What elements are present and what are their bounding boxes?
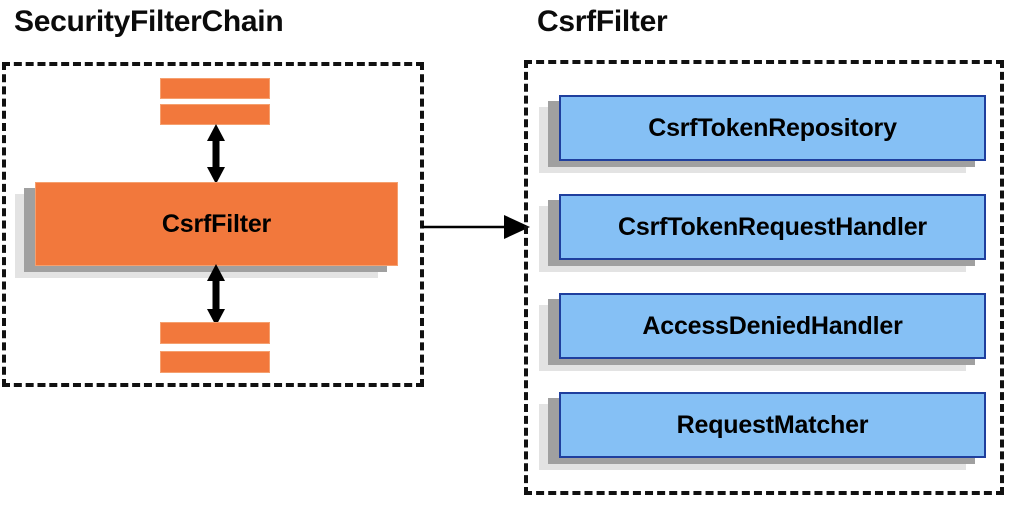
filter-bar-bottom-1 [160,322,270,344]
page-title-csrf-filter: CsrfFilter [537,5,668,38]
collaborator-label: CsrfTokenRequestHandler [618,212,927,241]
filter-bar-bottom-2 [160,351,270,373]
expands-into-arrow-icon [422,215,530,239]
page-title-security-filter-chain: SecurityFilterChain [14,5,284,38]
collaborator-box-request-matcher[interactable]: RequestMatcher [539,392,986,470]
collaborator-face: AccessDeniedHandler [559,293,986,359]
csrf-filter-face: CsrfFilter [35,182,398,266]
csrf-filter-label: CsrfFilter [161,209,272,238]
collaborator-face: CsrfTokenRequestHandler [559,194,986,260]
collaborator-face: CsrfTokenRepository [559,95,986,161]
collaborator-label: CsrfTokenRepository [648,113,897,142]
csrf-filter-box[interactable]: CsrfFilter [15,182,398,278]
collaborator-box-csrf-token-request-handler[interactable]: CsrfTokenRequestHandler [539,194,986,272]
filter-bar-top-2 [160,104,270,125]
double-arrow-bottom-icon [207,264,225,326]
double-arrow-top-icon [207,124,225,184]
security-filter-chain-panel [2,62,424,387]
filter-bar-top-1 [160,78,270,99]
collaborator-face: RequestMatcher [559,392,986,458]
collaborator-label: RequestMatcher [676,410,869,439]
collaborator-box-access-denied-handler[interactable]: AccessDeniedHandler [539,293,986,371]
collaborator-label: AccessDeniedHandler [642,311,903,340]
collaborator-box-csrf-token-repository[interactable]: CsrfTokenRepository [539,95,986,173]
csrf-filter-collaborators-panel [524,60,1004,495]
